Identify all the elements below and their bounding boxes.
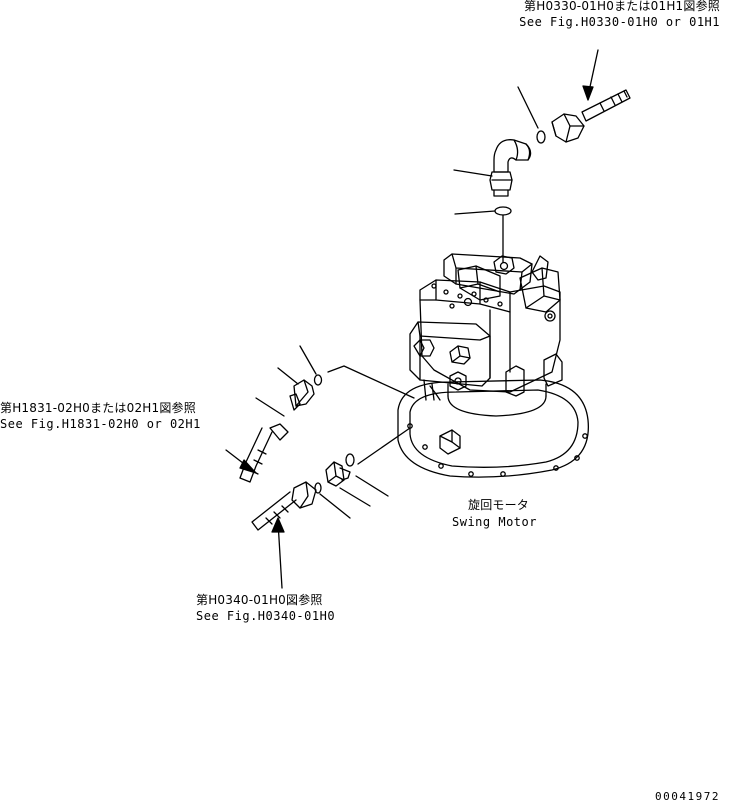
callout-bottom-ja: 第H0340-01H0図参照 xyxy=(196,593,323,607)
callout-left-en: See Fig.H1831-02H0 or 02H1 xyxy=(0,417,201,431)
component-label-ja: 旋回モータ xyxy=(468,498,530,512)
callout-bottom-en: See Fig.H0340-01H0 xyxy=(196,609,336,623)
left-hose xyxy=(239,423,289,483)
drawing-number: 00041972 xyxy=(655,790,720,803)
hose-fitting-nut xyxy=(551,113,585,143)
bottom-leaders xyxy=(319,475,389,519)
left-short-leader xyxy=(255,397,285,417)
o-ring-4 xyxy=(345,427,411,467)
left-elbow-fitting xyxy=(277,367,315,411)
front-bolt-right xyxy=(449,345,471,365)
callout-left-ja: 第H1831-02H0または02H1図参照 xyxy=(0,401,196,415)
component-label-en: Swing Motor xyxy=(452,515,537,529)
o-ring-5 xyxy=(314,482,322,494)
elbow-fitting xyxy=(453,139,532,197)
arrow-to-left-hose xyxy=(225,449,257,474)
top-hose xyxy=(581,89,631,122)
callout-top-right-ja: 第H0330-01H0または01H1図参照 xyxy=(524,0,720,13)
leader-to-motor-port xyxy=(327,365,415,399)
bottom-adapter xyxy=(325,461,351,487)
arrow-to-bottom-hose xyxy=(271,517,285,589)
front-bolt-left xyxy=(413,339,435,357)
o-ring-1 xyxy=(517,86,546,144)
bottom-hose xyxy=(251,481,317,531)
o-ring-2 xyxy=(454,206,512,216)
o-ring-3 xyxy=(299,345,323,386)
swing-motor xyxy=(397,253,589,478)
arrow-to-top-hose xyxy=(582,49,599,101)
callout-top-right-en: See Fig.H0330-01H0 or 01H1 xyxy=(519,15,720,29)
